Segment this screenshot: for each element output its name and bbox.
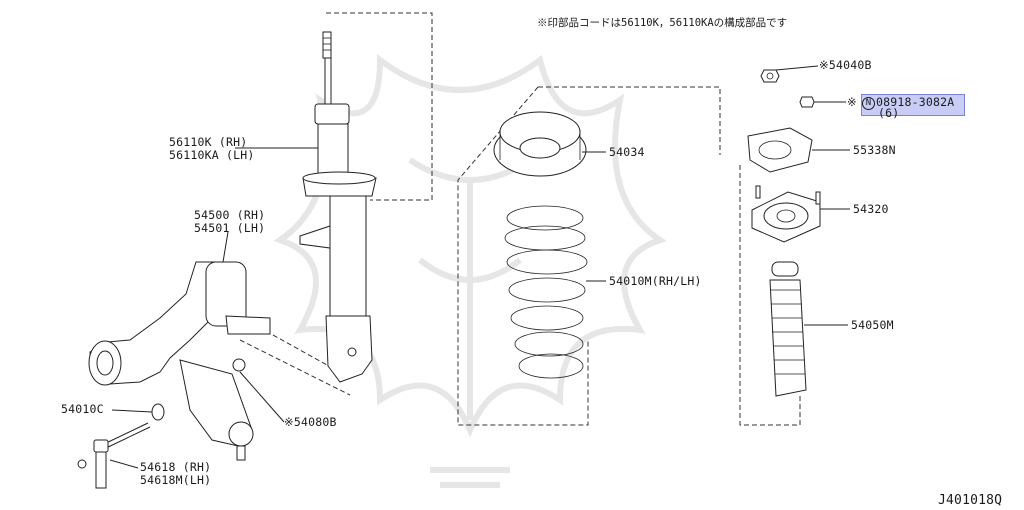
- label-strut-rh[interactable]: 56110K (RH): [169, 135, 248, 149]
- label-nut-qty: (6): [878, 106, 900, 120]
- label-mount[interactable]: 54320: [853, 202, 889, 216]
- nut-part-number: 08918-3082A: [876, 95, 955, 109]
- label-nut-top[interactable]: ※54040B: [819, 58, 872, 72]
- label-stab-lh[interactable]: 54618M(LH): [140, 473, 212, 487]
- nut-08918: [799, 96, 815, 108]
- watermark-emblem: [273, 54, 667, 488]
- label-bolt[interactable]: ※54080B: [284, 415, 337, 429]
- label-stab-rh[interactable]: 54618 (RH): [140, 460, 212, 474]
- label-boot[interactable]: 54050M: [851, 318, 894, 332]
- label-plate[interactable]: 55338N: [853, 143, 896, 157]
- label-strut-lh[interactable]: 56110KA (LH): [169, 148, 255, 162]
- lower-arm-assembly: [77, 261, 271, 489]
- label-seat[interactable]: 54034: [609, 145, 645, 159]
- label-spring[interactable]: 54010M(RH/LH): [609, 274, 702, 288]
- label-nut-prefix: ※: [847, 95, 857, 109]
- strut-mount: [751, 185, 821, 243]
- strut-assembly: [299, 31, 377, 383]
- leader-lines: [109, 65, 850, 469]
- label-arm-lh[interactable]: 54501 (LH): [194, 221, 266, 235]
- spring-seat: [493, 111, 587, 177]
- dust-boot: [769, 261, 807, 397]
- circled-n-mark: N: [862, 97, 875, 110]
- nut-54040b: [760, 69, 780, 83]
- note-text: ※印部品コードは56110K，56110KAの構成部品です: [537, 17, 788, 29]
- assembly-outline: [209, 12, 801, 426]
- selected-part-highlight[interactable]: [861, 94, 965, 116]
- label-arm-rh[interactable]: 54500 (RH): [194, 208, 266, 222]
- mount-plate: [747, 127, 813, 173]
- diagram-id: J401018Q: [938, 493, 1003, 508]
- label-bushing[interactable]: 54010C: [61, 402, 104, 416]
- coil-spring: [504, 205, 588, 379]
